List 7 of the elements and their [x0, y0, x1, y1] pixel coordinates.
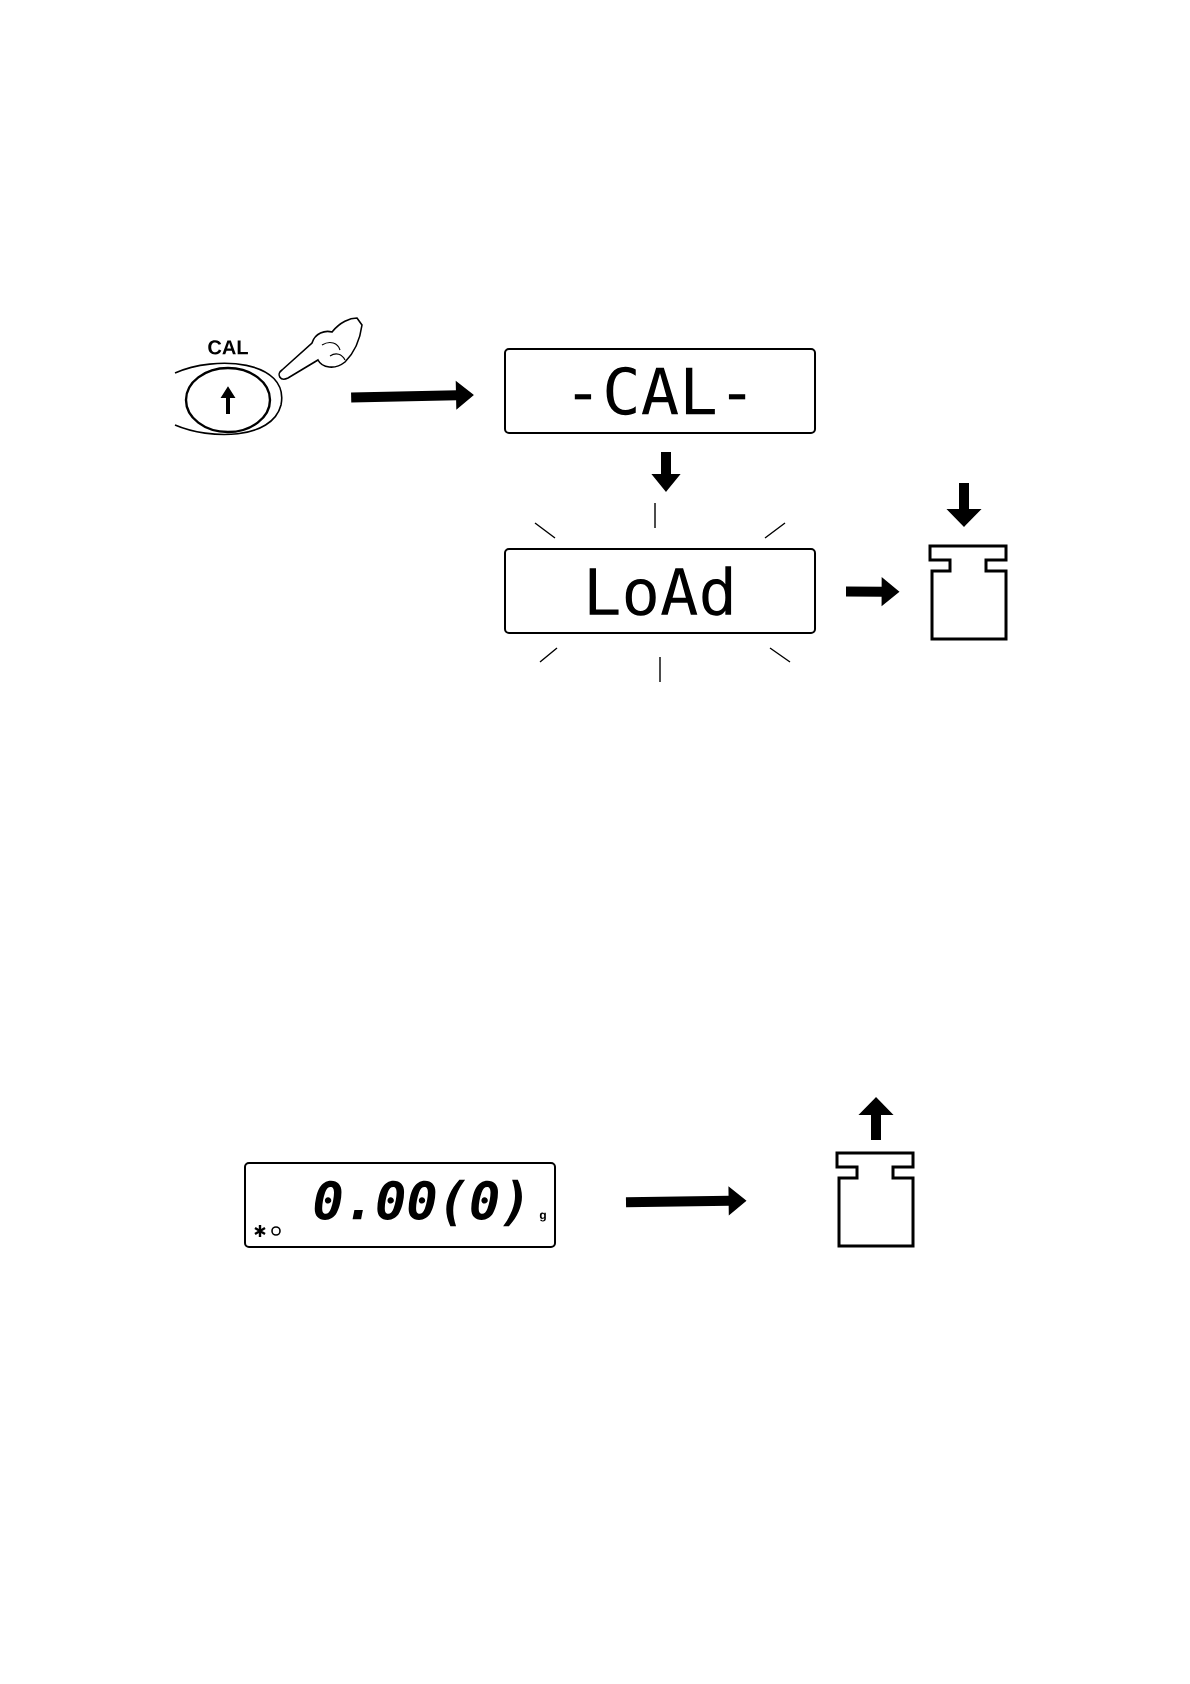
node-label: CAL	[208, 340, 248, 355]
cal-button: CAL	[184, 340, 272, 434]
lcd-display: LoAd	[504, 548, 816, 634]
calibration-weight	[928, 544, 1008, 641]
lcd-display: 0.00(0) g	[244, 1162, 556, 1248]
calibration-weight	[835, 1151, 915, 1248]
lcd-display: -CAL-	[504, 348, 816, 434]
